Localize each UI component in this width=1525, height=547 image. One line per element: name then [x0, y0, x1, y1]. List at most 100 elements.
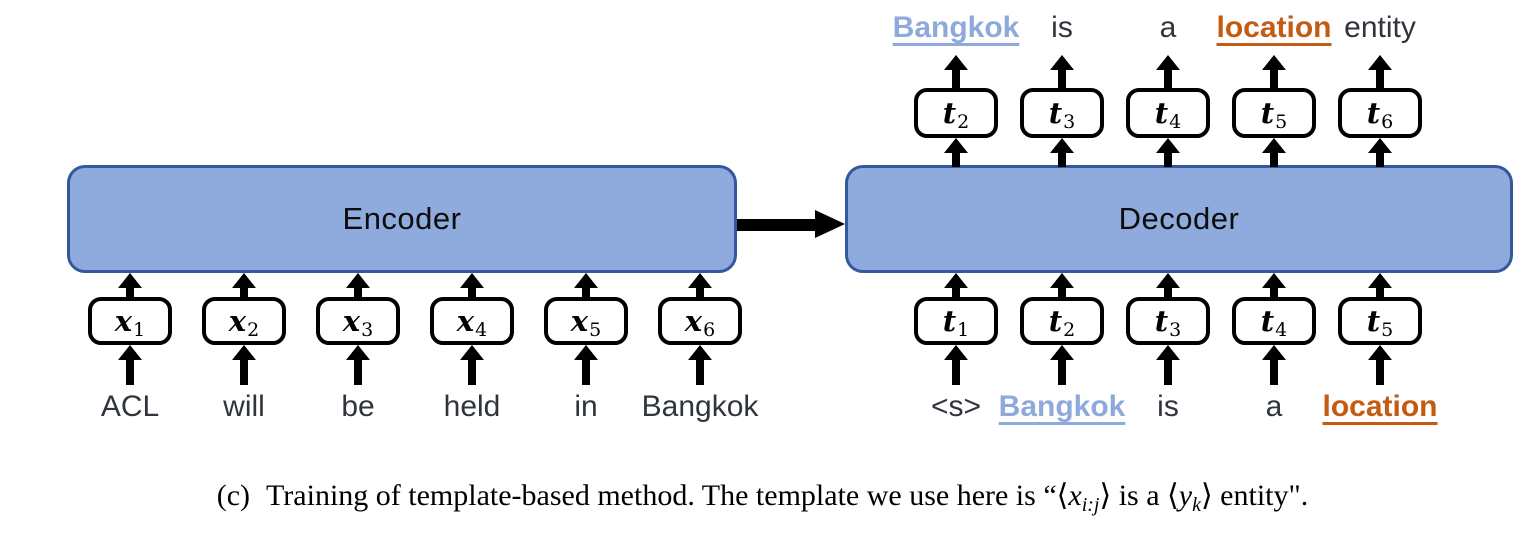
up-arrow-icon [1261, 345, 1287, 385]
arrow-stem [1058, 288, 1066, 297]
up-arrow-icon [687, 345, 713, 385]
arrow-head [1262, 55, 1286, 70]
up-arrow-icon [1155, 55, 1181, 88]
decoder-input-word-2: Bangkok [998, 390, 1126, 423]
token-subscript: 2 [247, 318, 260, 341]
caption-var-y: y [1178, 479, 1193, 512]
arrow-stem [1164, 70, 1172, 88]
figure-caption: (c)Training of template-based method. Th… [0, 478, 1525, 517]
input-word-1: ACL [100, 390, 160, 423]
decoder-box: Decoder [845, 165, 1513, 273]
arrow-stem [737, 219, 815, 231]
arrow-stem [468, 360, 476, 385]
arrow-head [118, 273, 142, 288]
arrow-head [1050, 345, 1074, 360]
arrow-stem [1058, 70, 1066, 88]
up-arrow-icon [943, 55, 969, 88]
token-subscript: 1 [133, 318, 146, 341]
caption-text: entity". [1212, 479, 1309, 512]
caption-sub-k: k [1192, 494, 1201, 516]
up-arrow-icon [573, 345, 599, 385]
input-word-5: in [574, 390, 598, 423]
angle-open: ⟨ [1056, 479, 1069, 512]
token-subscript: 3 [1169, 318, 1182, 341]
up-arrow-icon [117, 273, 143, 297]
up-arrow-icon [1049, 55, 1075, 88]
decoder-label: Decoder [1118, 201, 1240, 236]
arrow-stem [240, 360, 248, 385]
caption-text: is a [1111, 479, 1168, 512]
arrow-stem [952, 153, 960, 167]
arrow-stem [240, 288, 248, 297]
arrow-stem [952, 70, 960, 88]
output-word-1: Bangkok [892, 11, 1020, 44]
input-word-6: Bangkok [641, 390, 759, 423]
token-subscript: 5 [1381, 318, 1394, 341]
up-arrow-icon [1155, 138, 1181, 167]
token-subscript: 4 [475, 318, 488, 341]
up-arrow-icon [1367, 138, 1393, 167]
token-subscript: 3 [1063, 110, 1076, 133]
angle-close: ⟩ [1200, 479, 1213, 512]
arrow-head [1262, 273, 1286, 288]
token-symbol: x [228, 303, 247, 338]
output-word-2: is [1051, 11, 1073, 44]
up-arrow-icon [1049, 273, 1075, 297]
token-subscript: 4 [1275, 318, 1288, 341]
up-arrow-icon [231, 273, 257, 297]
token-subscript: 6 [1381, 110, 1394, 133]
arrow-head [1368, 138, 1392, 153]
arrow-stem [696, 360, 704, 385]
angle-open: ⟨ [1167, 479, 1179, 512]
arrow-head [1050, 55, 1074, 70]
arrow-stem [468, 288, 476, 297]
arrow-stem [1270, 288, 1278, 297]
token-subscript: 5 [589, 318, 602, 341]
arrow-stem [696, 288, 704, 297]
token-symbol: x [684, 303, 703, 338]
up-arrow-icon [1261, 55, 1287, 88]
output-word-3: a [1159, 11, 1177, 44]
arrow-head [346, 273, 370, 288]
arrow-head [1262, 138, 1286, 153]
arrow-head [1156, 273, 1180, 288]
up-arrow-icon [117, 345, 143, 385]
caption-var-x: x [1068, 479, 1082, 512]
up-arrow-icon [459, 345, 485, 385]
arrow-head [1262, 345, 1286, 360]
up-arrow-icon [573, 273, 599, 297]
token-subscript: 6 [703, 318, 716, 341]
arrow-head [815, 210, 845, 238]
arrow-head [460, 273, 484, 288]
angle-close: ⟩ [1099, 479, 1112, 512]
arrow-stem [1270, 360, 1278, 385]
arrow-head [1368, 345, 1392, 360]
arrow-stem [952, 360, 960, 385]
arrow-head [574, 345, 598, 360]
up-arrow-icon [687, 273, 713, 297]
token-symbol: t [942, 303, 957, 338]
arrow-stem [126, 360, 134, 385]
arrow-head [944, 138, 968, 153]
arrow-head [1156, 55, 1180, 70]
up-arrow-icon [943, 345, 969, 385]
